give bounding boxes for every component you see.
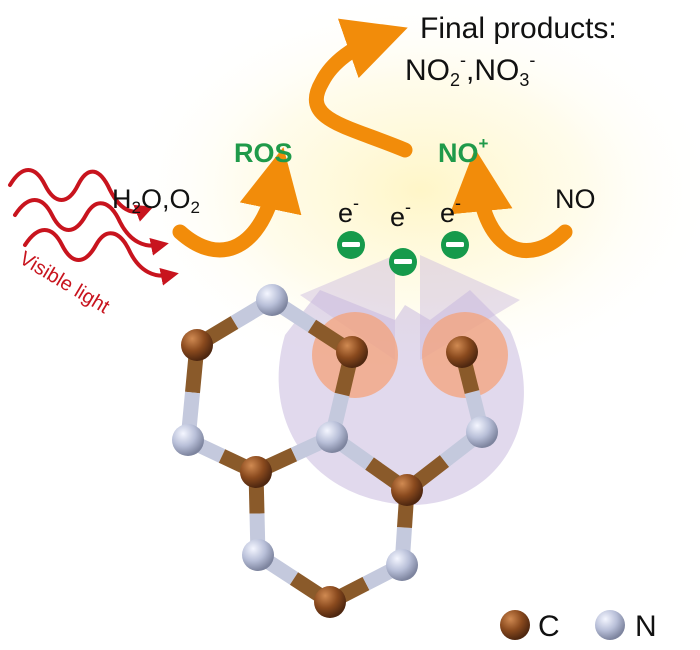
reactant-h-sub: 2	[132, 198, 141, 217]
electron-2-sup: -	[405, 197, 411, 217]
electron-2-base: e	[390, 202, 405, 232]
electron-1-base: e	[338, 198, 353, 228]
nitrogen-atom-4	[172, 424, 204, 456]
electron-badge-1	[337, 231, 365, 259]
electron-badge-2	[389, 248, 417, 276]
nitrogen-atom-10	[386, 549, 418, 581]
light-wave-2	[13, 198, 169, 256]
electron-label-3: e-	[440, 193, 461, 228]
carbon-atom-3	[446, 336, 478, 368]
product-separator: ,	[466, 54, 474, 87]
electron-label-1: e-	[338, 193, 359, 228]
no-plus-base: NO	[438, 138, 479, 168]
reactant-o-o: O,O	[141, 184, 191, 214]
nitrogen-atom-0	[256, 284, 288, 316]
carbon-atom-8	[391, 474, 423, 506]
light-wave-1	[8, 168, 154, 222]
carbon-atom-2	[336, 336, 368, 368]
nitrogen-atom-5	[316, 421, 348, 453]
light-wave-3	[23, 228, 179, 286]
electron-3-sup: -	[455, 193, 461, 213]
reactant-h2o-o2: H2O,O2	[112, 184, 200, 217]
reactant-o2-sub: 2	[190, 198, 199, 217]
carbon-atom-7	[240, 456, 272, 488]
legend-nitrogen-marker	[595, 610, 625, 640]
product-no3-sup: -	[529, 50, 535, 70]
nitrogen-atom-6	[466, 416, 498, 448]
visible-light-label: Visible light	[15, 247, 113, 318]
electron-badge-3	[441, 231, 469, 259]
legend-carbon-marker	[500, 610, 530, 640]
final-products-title: Final products:	[420, 12, 617, 45]
arrow-to-no-plus	[449, 148, 573, 258]
final-products-species: NO2-,NO3-	[405, 50, 535, 90]
ros-label: ROS	[234, 138, 293, 168]
no-plus-sup: +	[479, 134, 489, 153]
product-no2-sub: 2	[450, 70, 460, 90]
product-no3-base: NO	[474, 54, 519, 87]
molecule-atoms	[172, 284, 498, 618]
arrow-to-products	[308, 18, 413, 158]
product-no2-base: NO	[405, 54, 450, 87]
product-no2-sup: -	[460, 50, 466, 70]
electron-1-sup: -	[353, 193, 359, 213]
legend: C N	[500, 610, 657, 643]
nitrogen-atom-9	[242, 539, 274, 571]
legend-carbon-label: C	[538, 610, 560, 643]
reactant-no: NO	[555, 184, 596, 214]
reactant-h: H	[112, 184, 132, 214]
product-no3-sub: 3	[519, 70, 529, 90]
electron-label-2: e-	[390, 197, 411, 232]
legend-nitrogen-label: N	[635, 610, 657, 643]
carbon-atom-1	[181, 329, 213, 361]
carbon-atom-11	[314, 586, 346, 618]
no-plus-label: NO+	[438, 134, 489, 168]
electron-3-base: e	[440, 198, 455, 228]
arrow-to-ros	[172, 147, 302, 258]
